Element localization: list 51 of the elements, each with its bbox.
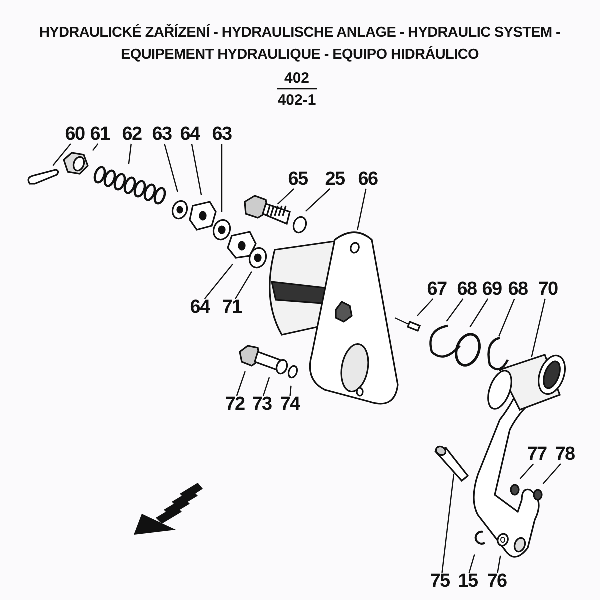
leader-line xyxy=(236,371,246,396)
leader-line xyxy=(531,298,546,358)
leader-line xyxy=(52,144,72,166)
leader-line xyxy=(520,464,534,480)
callout-number: 61 xyxy=(90,125,110,145)
leader-line xyxy=(498,298,516,337)
callout-number: 72 xyxy=(225,395,245,415)
callout-number: 68 xyxy=(508,280,528,300)
leader-line xyxy=(446,298,464,322)
callout-number: 68 xyxy=(457,280,477,300)
leader-line xyxy=(277,188,295,205)
leader-line xyxy=(204,264,234,300)
callout-number: 73 xyxy=(252,395,272,415)
callout-number: 69 xyxy=(482,280,502,300)
leader-line xyxy=(290,386,292,396)
callout-number: 63 xyxy=(152,125,172,145)
callout-number: 76 xyxy=(487,572,507,592)
leader-line xyxy=(468,554,476,574)
leader-line xyxy=(497,556,502,574)
leader-line xyxy=(357,188,367,230)
callout-number: 63 xyxy=(212,125,232,145)
callout-number: 65 xyxy=(288,170,308,190)
callout-number: 67 xyxy=(427,280,447,300)
callout-number: 25 xyxy=(325,170,345,190)
callout-number: 77 xyxy=(527,445,547,465)
leader-line xyxy=(416,298,434,317)
leader-line xyxy=(191,144,202,196)
callout-number: 15 xyxy=(458,572,478,592)
callout-number: 78 xyxy=(555,445,575,465)
callout-number: 71 xyxy=(222,298,242,318)
callout-number: 64 xyxy=(180,125,200,145)
callout-number: 66 xyxy=(358,170,378,190)
callout-number: 75 xyxy=(430,572,450,592)
leader-line xyxy=(164,144,178,192)
callout-number: 74 xyxy=(280,395,300,415)
leader-line xyxy=(128,144,132,164)
callout-number: 64 xyxy=(190,298,210,318)
leader-line xyxy=(470,298,489,328)
callout-number: 60 xyxy=(65,125,85,145)
leader-line xyxy=(542,464,562,484)
leader-line xyxy=(262,377,270,396)
title: HYDRAULICKÉ ZAŘÍZENÍ - HYDRAULISCHE ANLAGE - HYDRAULIC SYSTEM - EQUIPEMENT HYDRAULIQUE - EQUIPO HIDRÁULICO xyxy=(38,23,562,65)
leader-line xyxy=(305,188,331,212)
drawing-number: 402 xyxy=(284,70,310,87)
leader-line xyxy=(235,272,252,300)
callout-number: 70 xyxy=(538,280,558,300)
drawing-number: 402-1 xyxy=(278,92,316,109)
callout-number: 62 xyxy=(122,125,142,145)
leader-line xyxy=(442,474,455,574)
leader-line xyxy=(221,144,223,212)
leader-line xyxy=(92,144,99,152)
